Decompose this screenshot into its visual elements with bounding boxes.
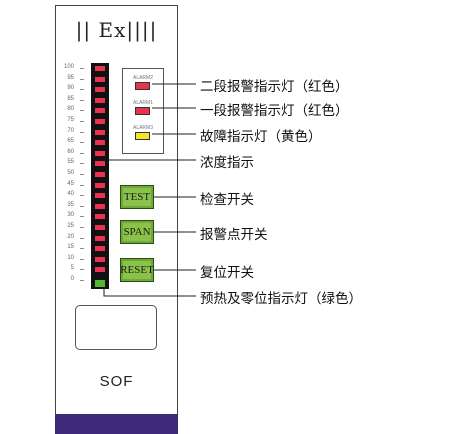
fault-led	[135, 132, 150, 140]
scale-tick-mark	[80, 237, 84, 239]
concentration-led-segment	[95, 225, 105, 230]
panel-base-strip	[55, 414, 178, 434]
scale-tick-label: 20	[67, 233, 74, 240]
concentration-led-segment	[95, 267, 105, 273]
scale-tick-label: 75	[67, 117, 74, 123]
scale-tick-label: 85	[67, 95, 74, 102]
callout-concentration: 浓度指示	[200, 155, 254, 171]
scale-tick-label: 0	[70, 276, 74, 282]
reset-button[interactable]: RESET	[120, 258, 154, 282]
scale-tick-mark	[80, 258, 84, 260]
concentration-led-segment	[95, 66, 105, 71]
concentration-led-segment	[95, 76, 105, 82]
concentration-led-segment	[95, 119, 105, 124]
span-button[interactable]: SPAN	[120, 220, 154, 244]
scale-tick-mark	[80, 280, 84, 281]
alarm2-led	[135, 82, 150, 90]
scale-tick-mark	[80, 131, 84, 133]
scale-tick-mark	[80, 152, 84, 154]
scale-tick-label: 45	[67, 180, 74, 187]
scale-tick-mark	[80, 205, 84, 207]
scale-tick-mark	[80, 184, 84, 186]
scale-tick-mark	[80, 68, 84, 69]
concentration-led-segment	[95, 203, 105, 209]
concentration-led-segment	[95, 97, 105, 103]
alarm2-label: ALARM2	[132, 75, 153, 81]
concentration-led-segment	[95, 172, 105, 177]
model-label: SOF	[99, 373, 134, 390]
scale-tick-label: 65	[67, 138, 74, 145]
scale-tick-label: 15	[67, 244, 74, 251]
concentration-bar-graph	[91, 63, 109, 289]
concentration-led-segment	[95, 108, 105, 114]
scale-tick-label: 30	[67, 212, 74, 219]
scale-tick-label: 10	[67, 254, 74, 261]
leader-preheat	[103, 287, 196, 297]
callout-preheat: 预热及零位指示灯（绿色）	[200, 291, 362, 307]
concentration-led-segment	[95, 87, 105, 93]
concentration-led-segment	[95, 235, 105, 241]
scale-tick-mark	[80, 110, 84, 112]
concentration-led-segment	[95, 140, 105, 146]
concentration-led-segment	[95, 246, 105, 252]
scale-tick-mark	[80, 121, 84, 122]
concentration-led-segment	[95, 129, 105, 135]
callout-reset: 复位开关	[200, 265, 254, 281]
scale-tick-label: 55	[67, 159, 74, 166]
scale-tick-mark	[80, 216, 84, 218]
alarm1-led	[135, 107, 150, 115]
scale-tick-label: 90	[67, 85, 74, 92]
concentration-led-segment	[95, 150, 105, 156]
alarm-indicator-box: ALARM2 ALARM1 ALARM3	[122, 68, 164, 154]
alarm1-label: ALARM1	[132, 100, 153, 106]
scale-tick-mark	[80, 227, 84, 228]
callout-fault: 故障指示灯（黄色）	[200, 129, 322, 145]
concentration-led-segment	[95, 193, 105, 199]
callout-alarm2: 二段报警指示灯（红色）	[200, 79, 349, 95]
scale-tick-label: 60	[67, 148, 74, 155]
scale-tick-label: 40	[67, 191, 74, 198]
callout-alarm1: 一段报警指示灯（红色）	[200, 103, 349, 119]
scale-tick-mark	[80, 269, 84, 271]
scale-tick-mark	[80, 195, 84, 197]
scale-tick-label: 25	[67, 223, 74, 229]
scale-tick-mark	[80, 248, 84, 250]
concentration-led-segment	[95, 161, 105, 167]
scale-tick-mark	[80, 78, 84, 80]
scale-tick-label: 95	[67, 74, 74, 81]
concentration-led-segment	[95, 256, 105, 262]
scale-tick-label: 50	[67, 170, 74, 176]
scale-tick-mark	[80, 163, 84, 165]
scale-tick-mark	[80, 89, 84, 91]
ex-marking-header: || Ex||||	[75, 18, 158, 42]
scale-tick-label: 5	[70, 265, 74, 272]
fault-label: ALARM3	[132, 125, 153, 131]
scale-tick-label: 70	[67, 127, 74, 134]
test-button[interactable]: TEST	[120, 185, 154, 209]
callout-span: 报警点开关	[200, 227, 268, 243]
concentration-led-segment	[95, 182, 105, 188]
scale-tick-mark	[80, 174, 84, 175]
callout-test: 检查开关	[200, 192, 254, 208]
scale-tick-label: 35	[67, 201, 74, 208]
scale-tick-mark	[80, 142, 84, 144]
display-window	[75, 305, 157, 350]
scale-tick-mark	[80, 99, 84, 101]
scale-tick-label: 100	[63, 64, 74, 70]
preheat-zero-led	[95, 280, 105, 287]
concentration-led-segment	[95, 214, 105, 220]
scale-tick-label: 80	[67, 106, 74, 113]
